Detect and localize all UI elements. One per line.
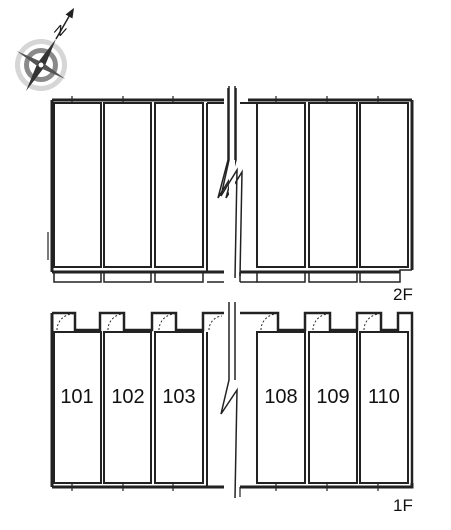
unit-label-103: 103 [162,386,195,408]
unit-2f-4 [256,102,306,268]
break-gap-2f [229,86,235,278]
unit-label-110: 110 [368,386,400,408]
unit-label-109: 109 [316,386,349,408]
floor-label-1f: 1F [393,496,413,515]
break-line-1f [220,302,238,499]
unit-2f-6 [359,102,409,268]
unit-1f-110 [359,331,409,484]
unit-1f-103 [154,331,204,484]
unit-2f-3 [154,102,204,268]
compass-north-label: N [52,21,70,40]
floor-2f [47,96,414,283]
unit-1f-108 [256,331,306,484]
unit-1f-101 [53,331,102,484]
unit-1f-109 [308,331,358,484]
floor-1f [50,311,414,497]
floor-label-2f: 2F [393,285,413,304]
unit-2f-5 [308,102,358,268]
unit-1f-102 [103,331,152,484]
compass-rose-icon [15,7,74,91]
unit-2f-2 [103,102,152,268]
unit-label-101: 101 [60,386,93,408]
unit-label-108: 108 [264,386,297,408]
unit-label-102: 102 [111,386,144,408]
unit-2f-1 [53,102,102,268]
